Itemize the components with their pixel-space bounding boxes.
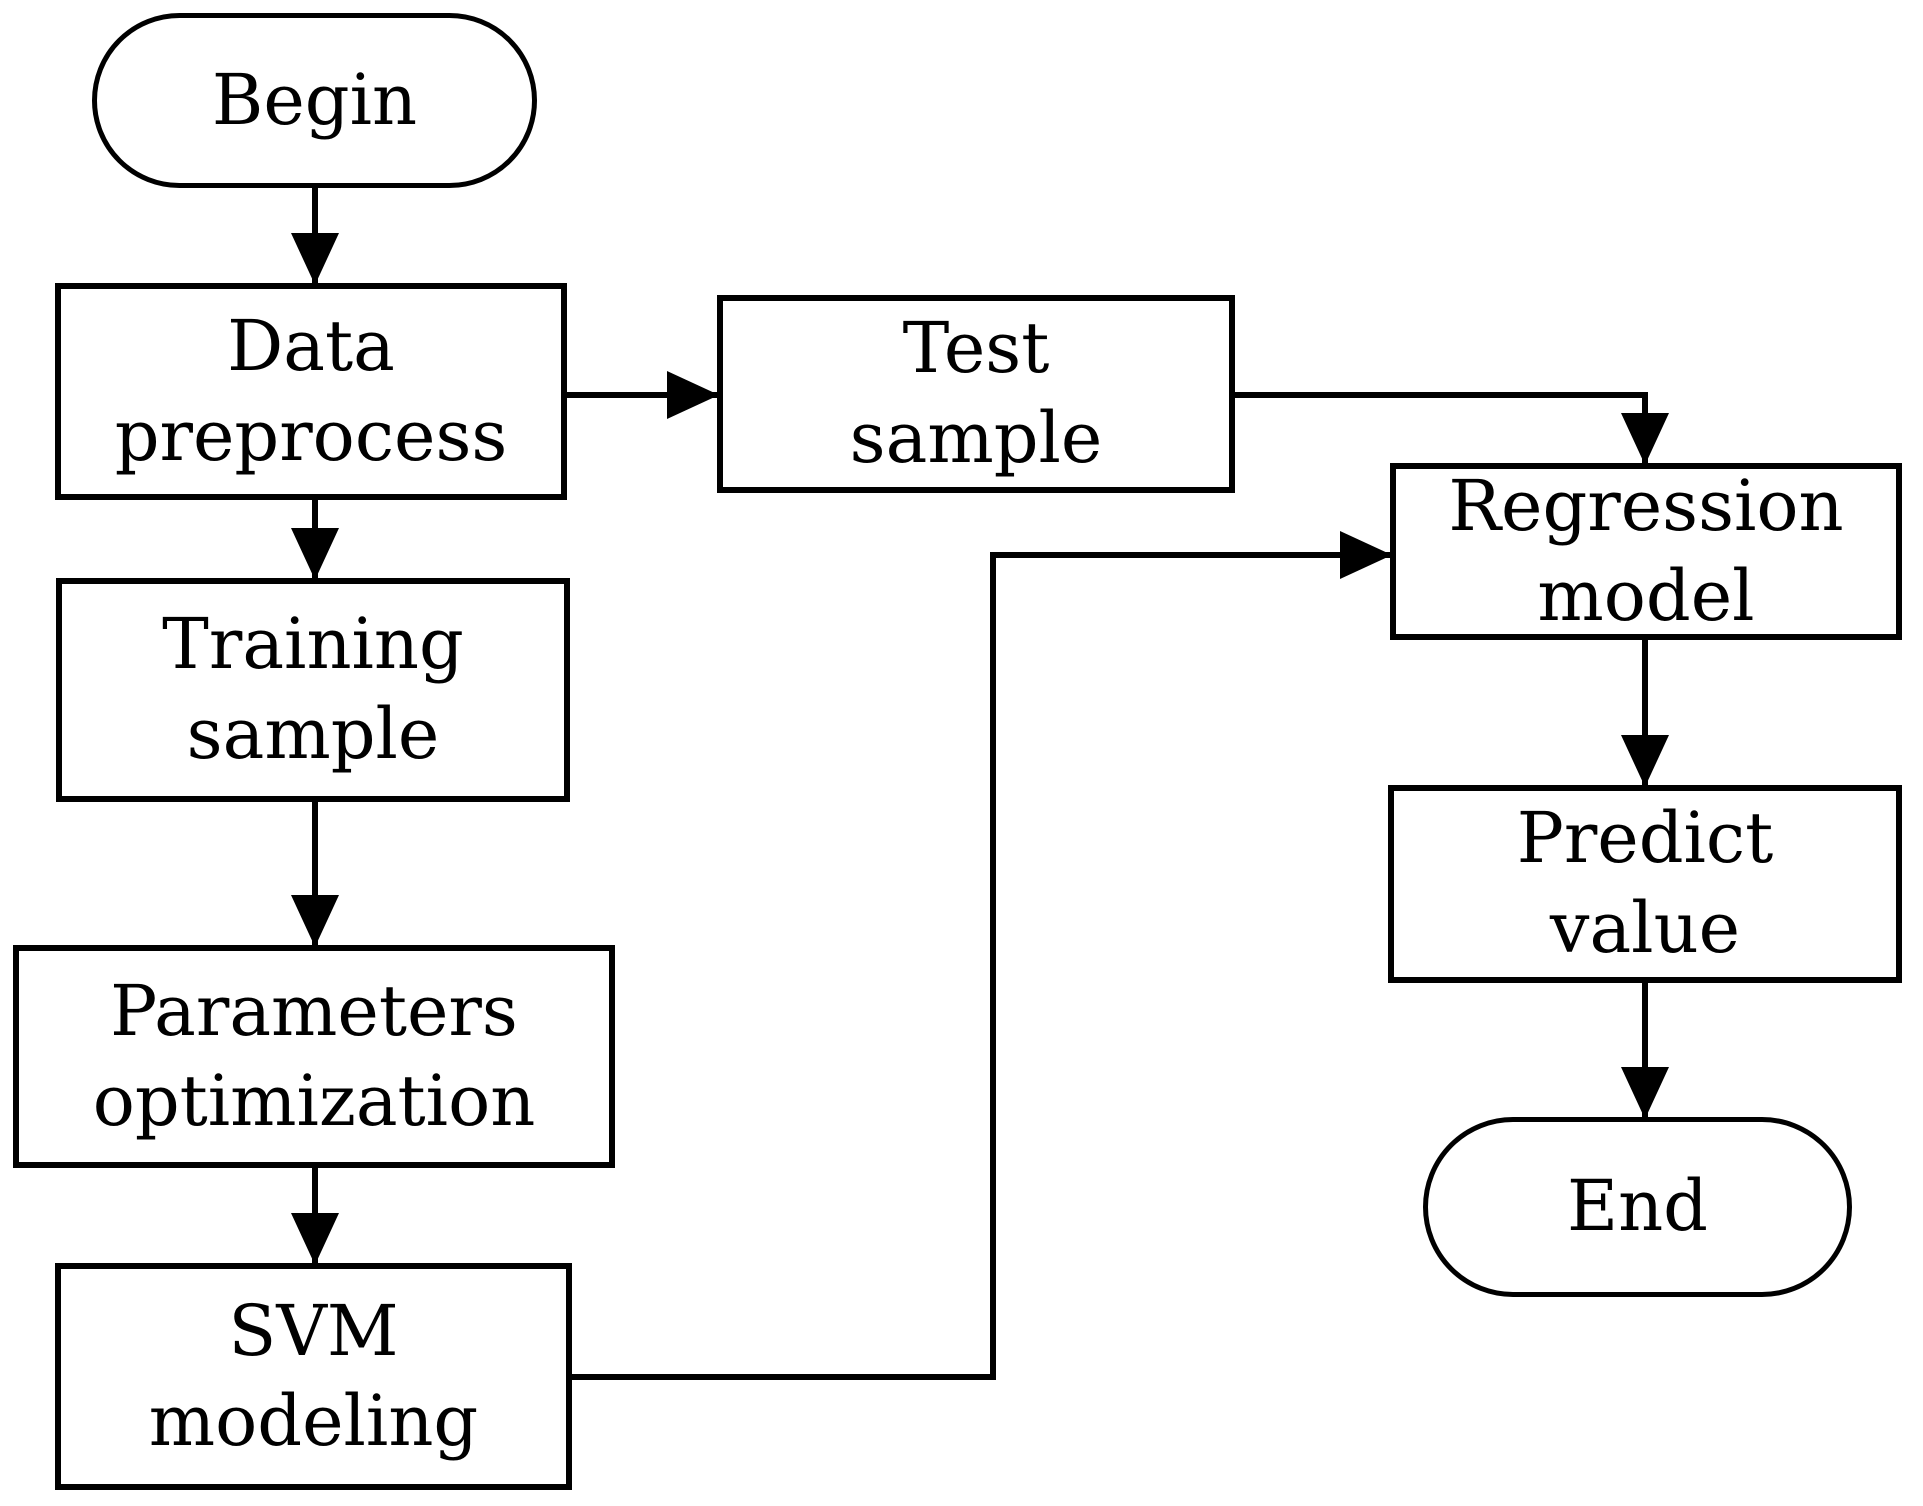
edge-svm-modeling-to-regression-model xyxy=(572,531,1392,1380)
node-begin: Begin xyxy=(92,13,537,188)
node-training-sample: Training sample xyxy=(56,578,570,802)
node-data-preprocess: Data preprocess xyxy=(55,283,567,500)
node-predict-value: Predict value xyxy=(1388,785,1902,983)
node-parameters-optimization: Parameters optimization xyxy=(13,945,615,1168)
node-svm-modeling: SVM modeling xyxy=(55,1263,572,1490)
node-end: End xyxy=(1423,1117,1852,1297)
node-test-sample: Test sample xyxy=(717,295,1235,493)
edge-test-sample-to-regression-model xyxy=(1235,392,1669,465)
node-regression-model: Regression model xyxy=(1390,463,1902,640)
